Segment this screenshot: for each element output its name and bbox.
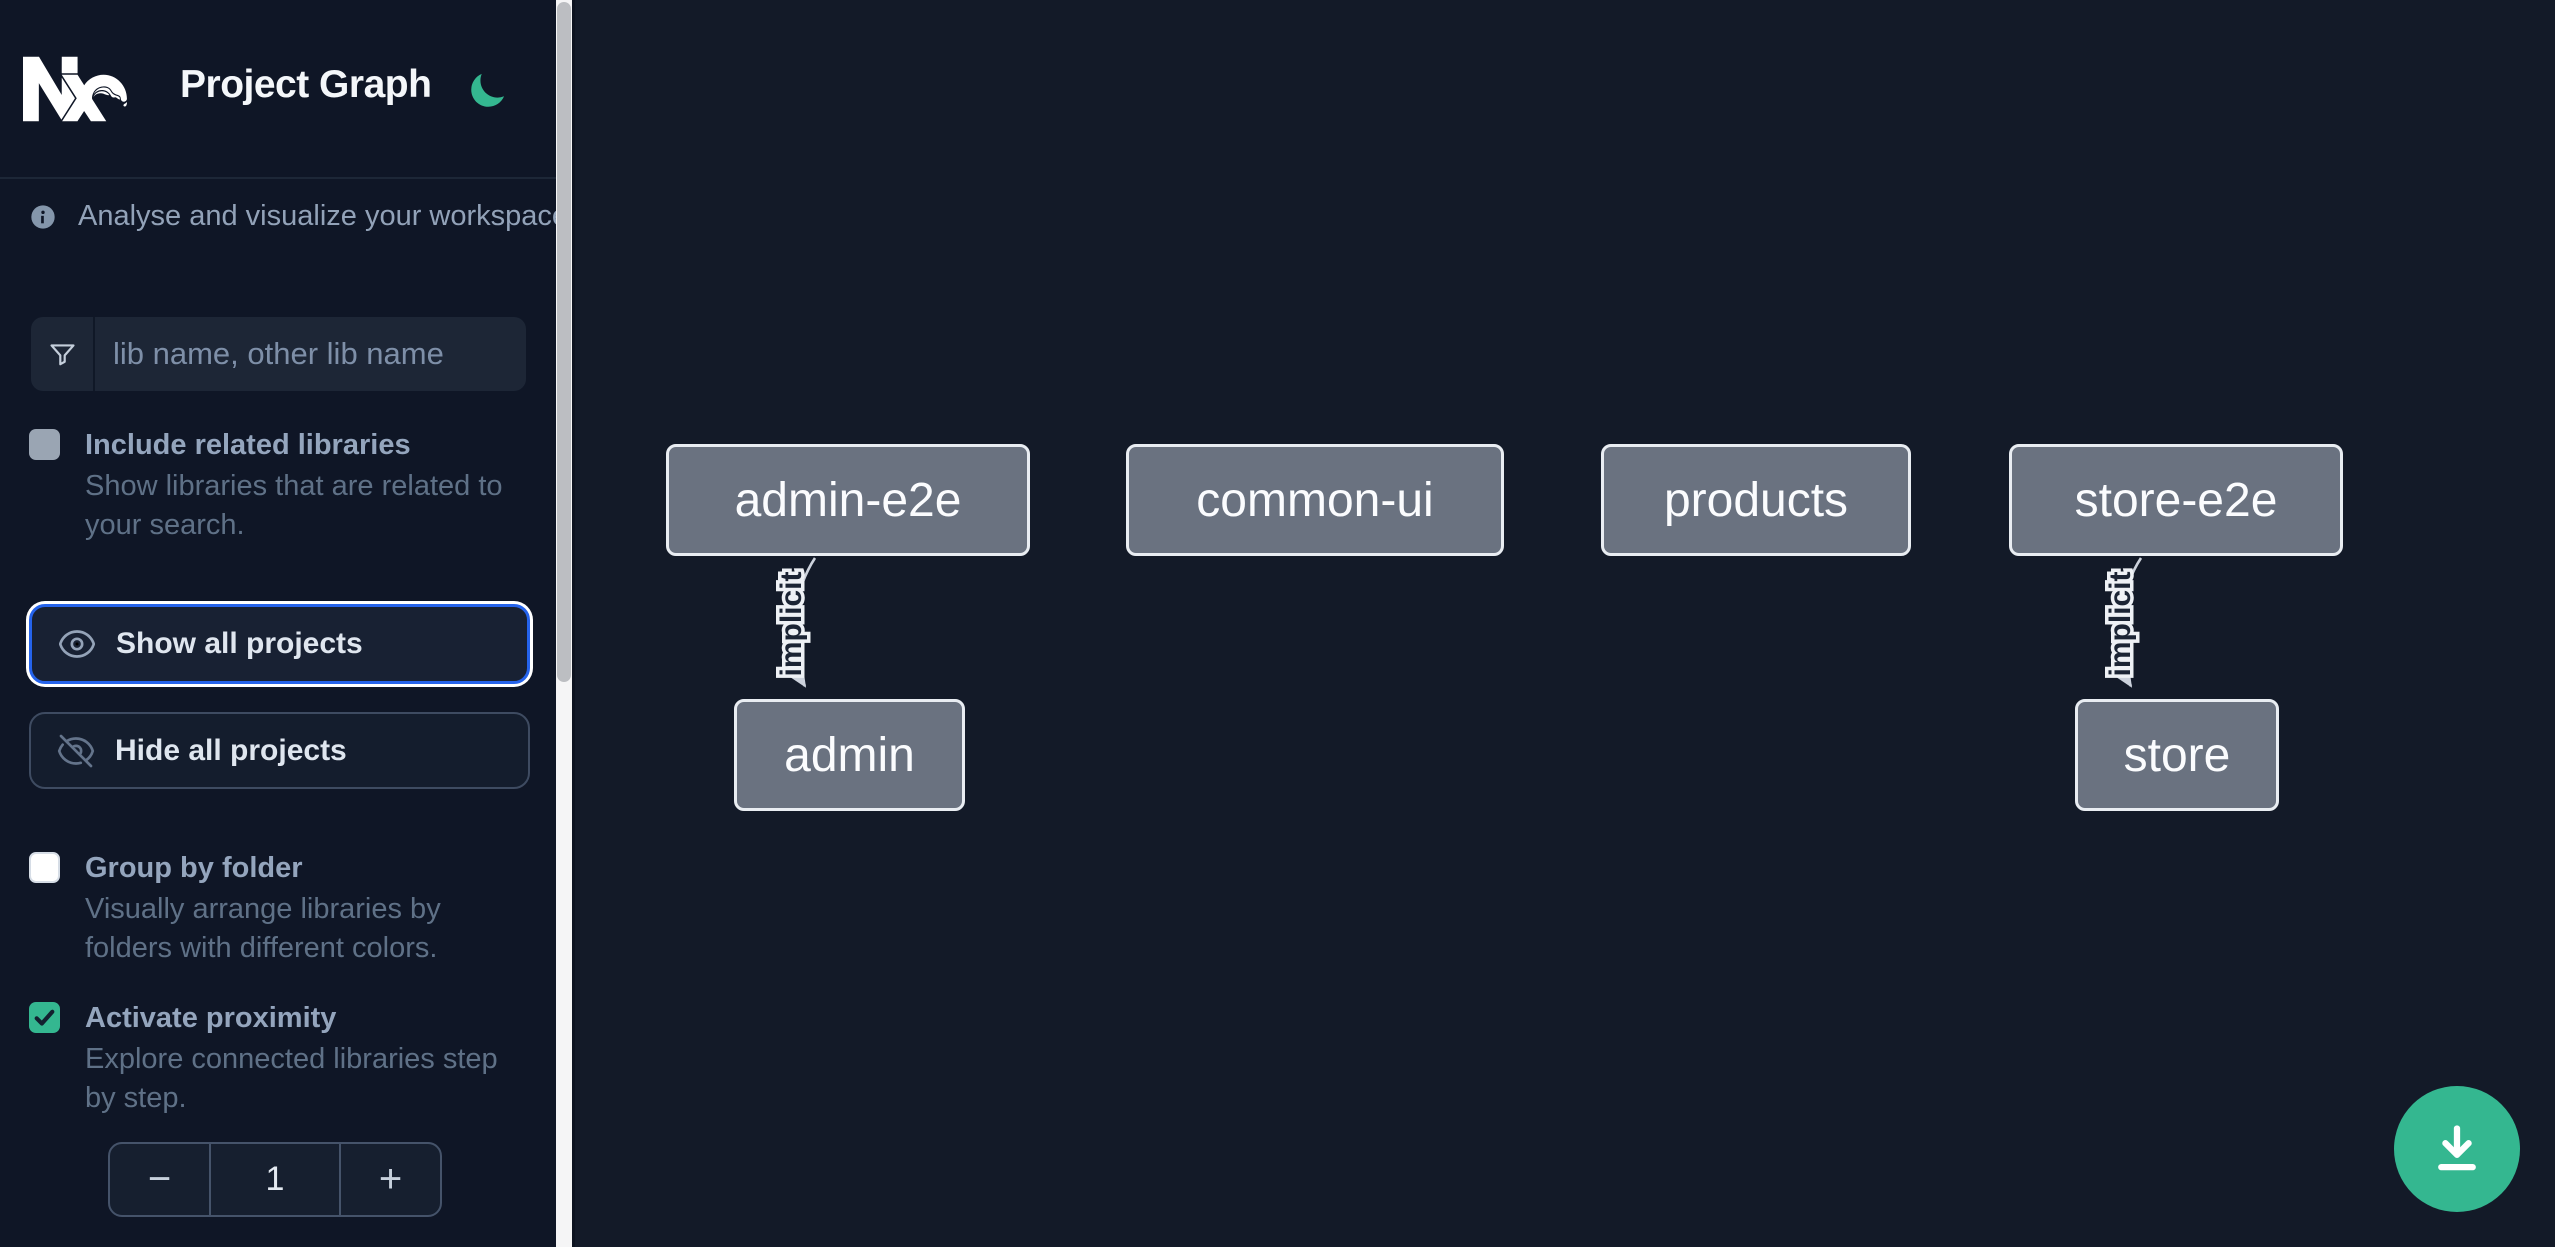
activate-proximity-checkbox[interactable] (29, 1002, 60, 1033)
project-node-common-ui[interactable]: common-ui (1126, 444, 1504, 556)
edge-label-implicit-left: implicit (775, 571, 808, 676)
option-group-by-folder: Group by folder Visually arrange librari… (29, 850, 529, 968)
workspace-tagline: Analyse and visualize your workspace. (78, 200, 577, 232)
proximity-value: 1 (209, 1144, 341, 1215)
activate-proximity-label: Activate proximity (85, 1002, 337, 1034)
moon-icon (471, 73, 505, 107)
eye-icon (58, 630, 96, 658)
proximity-decrement-button[interactable]: − (110, 1144, 209, 1215)
project-node-products[interactable]: products (1601, 444, 1911, 556)
dark-mode-toggle[interactable] (463, 68, 511, 116)
show-all-projects-label: Show all projects (116, 627, 363, 660)
group-by-folder-checkbox[interactable] (29, 852, 60, 883)
graph-canvas[interactable]: implicit implicit admin-e2e common-ui pr… (572, 0, 2555, 1247)
group-by-folder-label: Group by folder (85, 852, 303, 884)
sidebar-header: Project Graph (0, 0, 556, 179)
project-node-store[interactable]: store (2075, 699, 2279, 811)
group-by-folder-description: Visually arrange libraries by folders wi… (85, 893, 441, 964)
filter-icon (31, 317, 95, 391)
project-node-admin[interactable]: admin (734, 699, 965, 811)
info-icon (31, 204, 55, 229)
option-include-related: Include related libraries Show libraries… (29, 427, 529, 545)
edge-label-implicit-right: implicit (2104, 571, 2137, 676)
search-box (31, 317, 526, 391)
nx-logo-icon (23, 56, 127, 122)
sidebar-scrollbar-thumb[interactable] (557, 2, 571, 682)
hide-all-projects-label: Hide all projects (115, 733, 347, 767)
download-icon (2438, 1125, 2476, 1171)
download-graph-button[interactable] (2394, 1086, 2520, 1212)
sidebar: Project Graph Analyse and visualize your… (0, 0, 576, 1247)
check-icon (34, 1009, 55, 1026)
project-node-store-e2e[interactable]: store-e2e (2009, 444, 2343, 556)
show-all-projects-button[interactable]: Show all projects (29, 604, 530, 684)
eye-off-icon (57, 734, 95, 767)
page-title: Project Graph (180, 63, 432, 106)
project-node-admin-e2e[interactable]: admin-e2e (666, 444, 1030, 556)
proximity-increment-button[interactable]: + (341, 1144, 440, 1215)
workspace-tagline-row: Analyse and visualize your workspace. (29, 200, 576, 233)
edge-store-e2e-to-store[interactable] (2115, 557, 2143, 688)
include-related-description: Show libraries that are related to your … (85, 470, 503, 541)
include-related-checkbox[interactable] (29, 429, 60, 460)
option-activate-proximity: Activate proximity Explore connected lib… (29, 1000, 529, 1118)
include-related-label: Include related libraries (85, 429, 411, 461)
search-input[interactable] (95, 317, 526, 391)
edge-admin-e2e-to-admin[interactable] (789, 557, 817, 688)
graph-edges: implicit implicit (771, 557, 2143, 688)
hide-all-projects-button[interactable]: Hide all projects (29, 712, 530, 789)
activate-proximity-description: Explore connected libraries step by step… (85, 1043, 498, 1114)
sidebar-scrollbar-track[interactable] (556, 0, 572, 1247)
proximity-stepper: − 1 + (108, 1142, 442, 1217)
